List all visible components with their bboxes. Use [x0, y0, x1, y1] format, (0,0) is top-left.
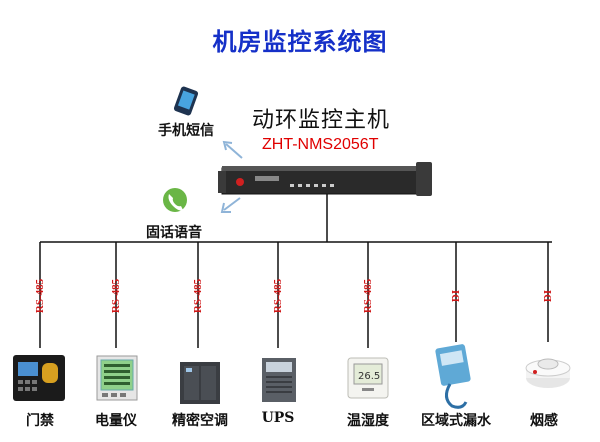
smoke-detector-icon: [525, 358, 571, 388]
device-label-access-control: 门禁: [26, 413, 54, 429]
protocol-label: RS-485: [192, 278, 204, 314]
protocol-label: RS-485: [34, 278, 46, 314]
svg-text:26.5: 26.5: [358, 371, 380, 382]
protocol-label: DI: [542, 289, 554, 303]
power-meter-icon: [96, 355, 138, 401]
telephone-icon: [163, 188, 187, 212]
protocol-label: RS-485: [362, 278, 374, 314]
host-model: ZHT-NMS2056T: [262, 136, 379, 153]
bus-lines: [39, 194, 552, 348]
protocol-label: RS-485: [110, 278, 122, 314]
device-label-smoke: 烟感: [530, 413, 558, 429]
device-label-ups: UPS: [261, 410, 295, 426]
notify-arrows: [220, 140, 243, 213]
device-label-water-leak: 区域式漏水: [421, 413, 491, 429]
water-leak-detector-icon: [435, 344, 471, 409]
precision-air-conditioner-icon: [180, 362, 220, 404]
notify-label-sms: 手机短信: [158, 123, 214, 139]
host-name: 动环监控主机: [252, 108, 391, 133]
mobile-phone-icon: [173, 86, 199, 116]
protocol-label: DI: [450, 289, 462, 303]
host-device: [218, 162, 432, 196]
device-label-air-conditioner: 精密空调: [172, 413, 228, 429]
protocol-label: RS-485: [272, 278, 284, 314]
diagram-title: 机房监控系统图: [212, 27, 388, 56]
notify-label-landline: 固话语音: [146, 225, 202, 241]
access-control-terminal-icon: [13, 355, 65, 401]
ups-cabinet-icon: [262, 358, 296, 402]
device-label-power-meter: 电量仪: [95, 413, 137, 429]
temp-humidity-sensor-icon: 26.5: [347, 357, 389, 399]
device-label-temp-humidity: 温湿度: [347, 413, 389, 429]
